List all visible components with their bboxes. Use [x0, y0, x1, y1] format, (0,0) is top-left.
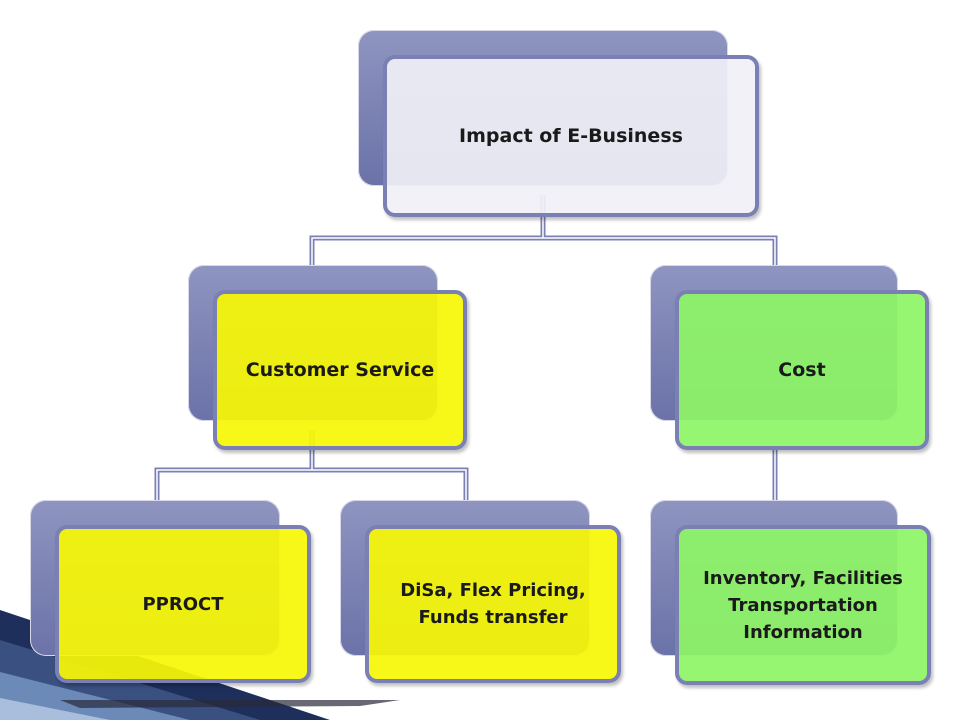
node-label: Inventory, Facilities Transportation Inf… — [703, 567, 903, 643]
node-label: Impact of E-Business — [459, 125, 683, 147]
node-label: PPROCT — [142, 593, 224, 615]
node-label: Cost — [778, 359, 826, 381]
node-label: Customer Service — [245, 359, 435, 381]
node-label: DiSa, Flex Pricing, Funds transfer — [400, 580, 586, 628]
